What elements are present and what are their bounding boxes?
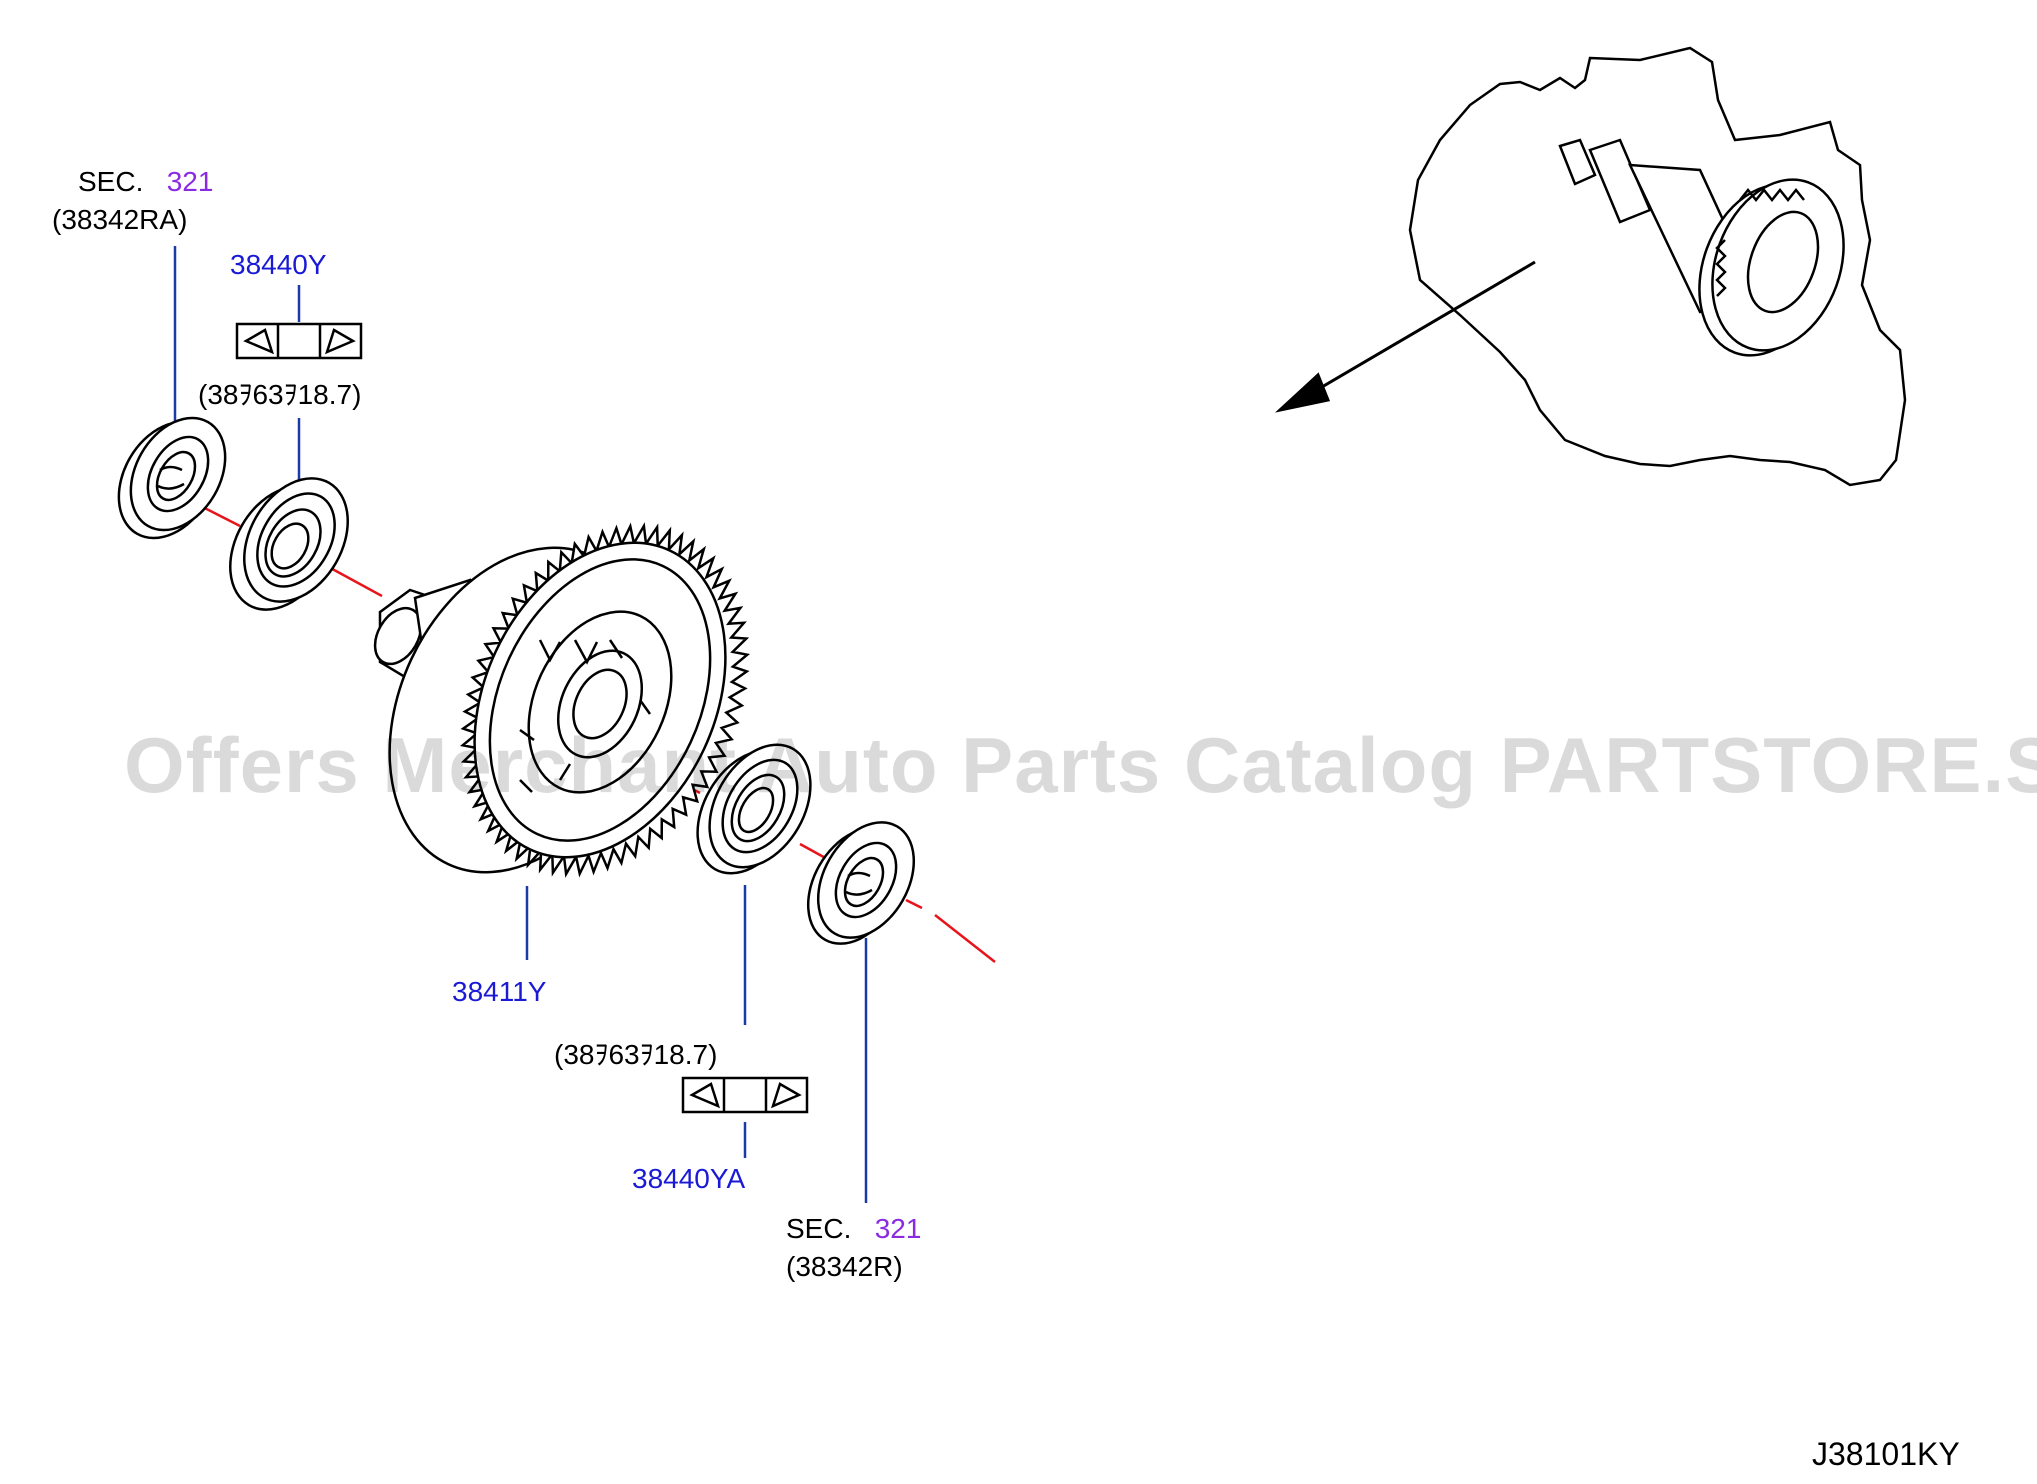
diagram-code: J38101KY xyxy=(1812,1436,1960,1472)
leader-lines xyxy=(173,246,868,1203)
shim-spec-top: (38ｦ63ｦ18.7) xyxy=(198,379,362,410)
inset-shaft-gear-icon xyxy=(1558,138,1845,357)
sec-prefix: SEC. xyxy=(78,166,144,197)
oil-seal-icon xyxy=(806,821,916,945)
sec-prefix: SEC. xyxy=(786,1213,852,1244)
part-number-38440YA[interactable]: 38440YA xyxy=(632,1163,746,1194)
part-number-38411Y[interactable]: 38411Y xyxy=(452,976,547,1007)
part-number-38440Y[interactable]: 38440Y xyxy=(230,249,327,280)
bearing-icon xyxy=(696,743,812,875)
shim-spec-bottom: (38ｦ63ｦ18.7) xyxy=(554,1039,718,1070)
section-link-321[interactable]: 321 xyxy=(874,1213,922,1244)
inset-case-outline xyxy=(1408,46,1907,487)
oil-seal-icon xyxy=(117,416,227,540)
section-link-321[interactable]: 321 xyxy=(166,166,214,197)
part-number-38342R: (38342R) xyxy=(786,1251,903,1282)
arrow-icon xyxy=(1274,260,1536,413)
bearing-icon xyxy=(229,477,349,611)
sec-label-top: SEC. 321 xyxy=(78,165,213,199)
part-number-38342RA: (38342RA) xyxy=(52,204,188,235)
watermark: Offers Merchant Auto Parts Catalog PARTS… xyxy=(124,721,2037,809)
shim-symbol-icon xyxy=(681,1076,809,1114)
shim-symbol-icon xyxy=(235,322,363,360)
sec-label-bottom: SEC. 321 xyxy=(786,1212,921,1246)
gear-icon xyxy=(373,522,751,878)
